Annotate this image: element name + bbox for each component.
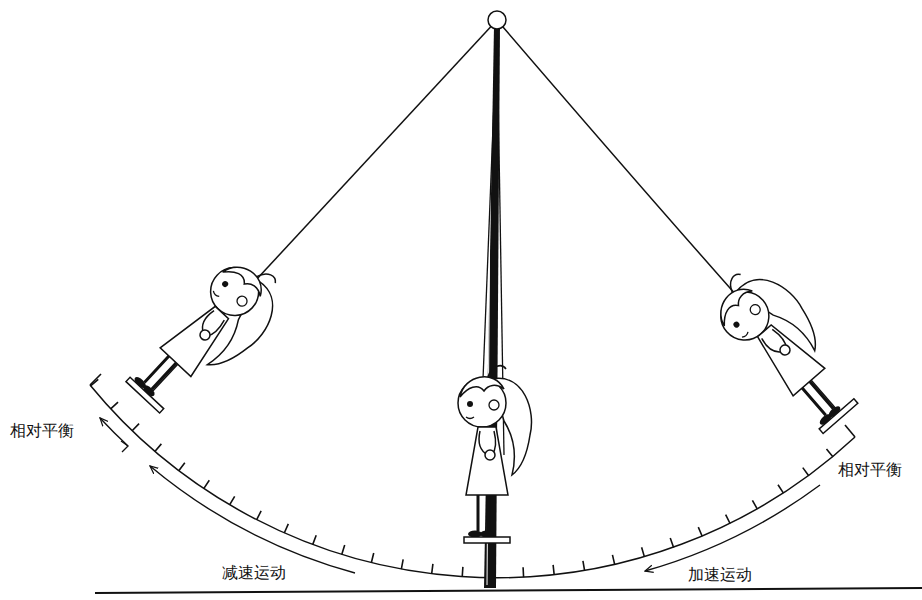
motion-label: 相对平衡: [8, 422, 76, 440]
motion-label: 加速运动: [686, 566, 754, 584]
motion-label: 相对平衡: [836, 461, 904, 479]
ground-line: [95, 588, 922, 593]
scale-end-tick: [845, 425, 855, 437]
girl-left: [122, 248, 297, 428]
motion-label: 减速运动: [220, 564, 288, 582]
equilibrium-arrow: [100, 418, 128, 446]
pivot: [488, 11, 506, 29]
equilibrium-arrow-tail: [121, 441, 128, 452]
motion-arrow: [645, 485, 820, 571]
motion-arrow: [150, 466, 355, 573]
girl-middle: [458, 366, 531, 543]
scale-end-tick: [90, 374, 101, 385]
girl-right: [702, 255, 874, 437]
